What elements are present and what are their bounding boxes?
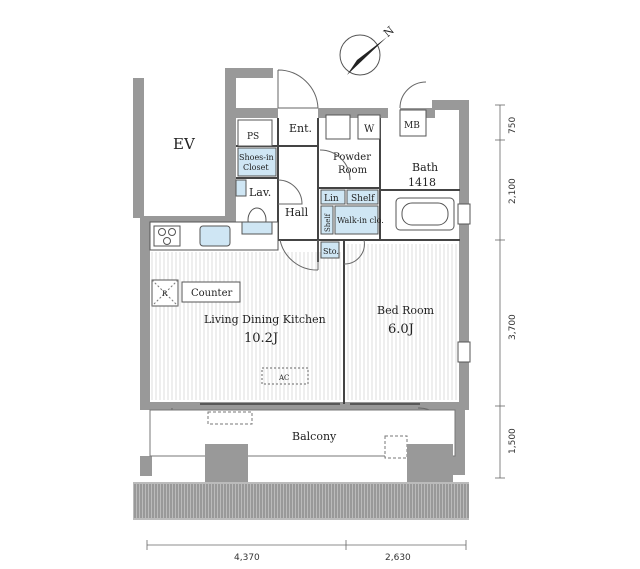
entrance-area: PS Ent. Shoes-in Closet (237, 69, 319, 177)
balcony-column-left (205, 444, 248, 482)
hall-door-icon (279, 239, 319, 271)
meter-box-frame (399, 109, 427, 137)
stove-icon (153, 225, 181, 247)
ev-label: EV (173, 135, 196, 153)
dim-bottom-left: 4,370 (234, 553, 260, 563)
entrance-door-icon (277, 69, 319, 109)
bedroom-size-label: 6.0J (388, 322, 414, 337)
air-conditioner-label: AC (278, 374, 289, 382)
meter-door-icon (399, 81, 427, 109)
walk-in-closet-box (334, 205, 379, 235)
linen-box (320, 189, 346, 205)
storage-box (320, 241, 340, 259)
bath-size-label: 1418 (408, 176, 436, 189)
powder-room-label-2: Room (338, 165, 368, 176)
ps-label: PS (247, 132, 259, 142)
burner-icon-2 (168, 228, 176, 236)
compass-circle (339, 34, 381, 76)
meter-box-label: MB (404, 121, 420, 131)
counter-label: Counter (191, 288, 232, 299)
lavatory-shelf (235, 179, 247, 197)
meter-box: MB (399, 81, 427, 137)
counter-box (181, 281, 241, 303)
balcony-label: Balcony (292, 430, 337, 443)
shelf-vertical-label: Shelf (324, 212, 332, 232)
burner-icon-3 (163, 237, 171, 245)
bathtub-inner-icon (401, 202, 449, 226)
linen-label: Lin (324, 194, 339, 204)
ldk-floor (151, 252, 341, 400)
shelf-label: Shelf (351, 194, 375, 204)
shelf-vertical-box (320, 205, 334, 235)
washer-box (357, 114, 381, 140)
dimension-lines (146, 104, 505, 550)
fridge-label: R (162, 290, 168, 298)
lav-door-icon (277, 179, 303, 205)
dim-right-1: 750 (508, 117, 518, 134)
closets: Lin Shelf Shelf Walk-in clo. Sto. (320, 189, 384, 265)
ps-box (237, 119, 273, 147)
north-arrow-icon (347, 37, 387, 75)
balcony-railing (133, 482, 469, 520)
elevator-shaft: EV (133, 68, 273, 218)
bath-window-icon (457, 203, 471, 225)
balcony-unit-1 (207, 411, 253, 425)
ldk-size-label: 10.2J (244, 331, 278, 346)
shoes-in-closet-label-2: Closet (243, 163, 269, 172)
bath-label: Bath (412, 161, 438, 174)
dim-right-4: 1,500 (508, 428, 518, 454)
wic-door-icon (343, 239, 365, 265)
dim-right-3: 3,700 (508, 314, 518, 340)
washbasin-icon (325, 114, 351, 140)
bedroom-window-icon (457, 341, 471, 363)
fridge-box (151, 279, 179, 307)
balcony: Balcony (133, 409, 469, 520)
storage-label: Sto. (323, 247, 339, 256)
ev-wall-right (225, 68, 273, 78)
shoes-in-closet (237, 147, 277, 177)
balcony-unit-2 (384, 435, 408, 459)
shoes-in-closet-label-1: Shoes-in (239, 153, 274, 162)
shelf-box (346, 189, 379, 205)
hall-label: Hall (285, 206, 309, 219)
compass-north-label: N (381, 24, 397, 40)
compass: N (339, 24, 397, 76)
dim-bottom-right: 2,630 (385, 553, 411, 563)
kitchen-storage (241, 221, 273, 235)
kitchen: R Counter (149, 221, 279, 307)
powder-door-icon (319, 149, 351, 181)
sink-icon (199, 225, 231, 247)
powder-room-label-1: Powder (333, 152, 371, 163)
lavatory-label: Lav. (249, 186, 271, 199)
walk-in-closet-label: Walk-in clo. (337, 216, 384, 225)
burner-icon-1 (158, 228, 166, 236)
washer-label: W (364, 124, 375, 135)
entrance-label: Ent. (289, 122, 312, 135)
bedroom-name-label: Bed Room (377, 304, 435, 317)
air-conditioner-icon (261, 367, 309, 385)
powder-room: W Powder Room (319, 114, 381, 181)
balcony-column-right (407, 444, 453, 482)
dim-right-2: 2,100 (508, 178, 518, 204)
ldk-name-label: Living Dining Kitchen (204, 313, 326, 326)
ev-wall-left (133, 78, 144, 218)
bath: Bath 1418 (395, 161, 471, 231)
bedroom-floor (347, 244, 457, 400)
